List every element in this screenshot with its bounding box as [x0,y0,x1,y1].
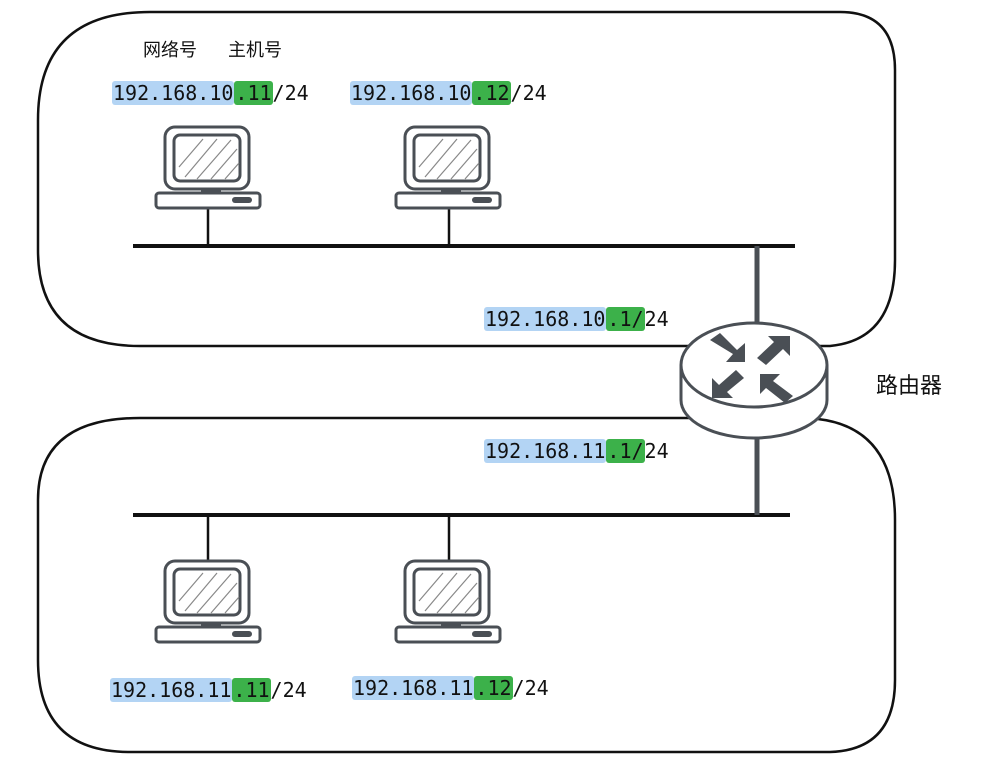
router-icon [679,321,829,440]
computer-icon [154,125,262,210]
network-boundary-bottom [36,416,897,754]
ip-address: 192.168.11.11/24 [110,678,307,702]
ip-address: 192.168.11.12/24 [352,676,549,700]
gateway-ip-address: 192.168.10.1/24 [484,307,669,331]
gateway-ip-address: 192.168.11.1/24 [484,439,669,463]
computer-icon [154,559,262,644]
ip-address: 192.168.10.12/24 [350,81,547,105]
network-part-label: 网络号 [143,40,197,61]
network-boundary-top [36,10,897,348]
computer-icon [394,125,502,210]
computer-icon [394,559,502,644]
router-label: 路由器 [876,374,943,399]
ip-address: 192.168.10.11/24 [112,81,309,105]
host-part-label: 主机号 [228,40,282,61]
